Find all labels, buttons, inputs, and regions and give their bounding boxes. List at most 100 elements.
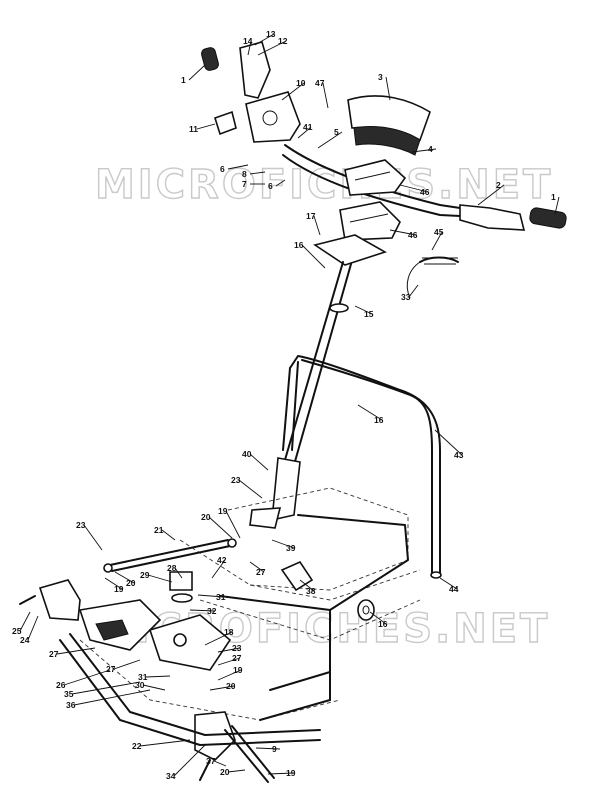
leader-line [477, 184, 505, 206]
callout-8: 8 [242, 169, 266, 179]
callout-14: 14 [243, 36, 253, 56]
callout-46: 46 [399, 184, 430, 197]
spindle-left [19, 579, 162, 651]
leader-line [73, 689, 151, 706]
leader-line [204, 631, 233, 646]
callout-number: 38 [306, 586, 316, 596]
callout-34: 34 [166, 744, 206, 781]
callout-20: 20 [114, 571, 136, 588]
callout-number: 20 [201, 512, 211, 522]
callout-6: 6 [268, 179, 286, 191]
callout-31: 31 [197, 592, 226, 602]
callout-3: 3 [378, 72, 391, 101]
leader-line [408, 284, 419, 298]
callout-number: 12 [278, 36, 288, 46]
callout-number: 28 [167, 563, 177, 573]
callout-number: 27 [232, 653, 242, 663]
leader-line [249, 453, 269, 471]
leader-line [439, 577, 458, 590]
callout-number: 15 [364, 309, 374, 319]
leader-line [254, 33, 275, 46]
leader-line [227, 769, 246, 773]
leader-line [249, 561, 265, 573]
callout-number: 44 [449, 584, 459, 594]
callout-30: 30 [135, 680, 166, 691]
callout-number: 10 [296, 78, 306, 88]
callout-number: 33 [401, 292, 411, 302]
callout-number: 45 [434, 227, 444, 237]
left-grip [201, 47, 219, 71]
callout-number: 23 [232, 643, 242, 653]
callout-17: 17 [306, 211, 321, 236]
leader-line [161, 529, 176, 541]
leader-line [19, 611, 31, 632]
callout-1: 1 [551, 192, 560, 215]
leader-line [313, 215, 321, 236]
callout-16: 16 [357, 404, 384, 425]
leader-line [217, 669, 242, 681]
leader-line [257, 40, 287, 56]
leader-line [354, 305, 373, 315]
callout-26: 26 [56, 669, 111, 690]
callout-29: 29 [140, 570, 173, 583]
callout-27: 27 [106, 659, 141, 674]
leader-line [238, 479, 263, 499]
callout-46: 46 [389, 229, 418, 240]
callout-number: 34 [166, 771, 176, 781]
callout-number: 1 [551, 192, 556, 202]
callout-47: 47 [315, 78, 329, 109]
leader-line [385, 76, 391, 101]
leader-line [411, 148, 437, 153]
callout-number: 43 [454, 450, 464, 460]
handlebar-pad [347, 95, 431, 156]
callout-38: 38 [299, 579, 316, 596]
callout-21: 21 [154, 525, 176, 541]
callout-number: 1 [181, 75, 186, 85]
leader-line [297, 126, 312, 139]
callout-7: 7 [242, 179, 265, 189]
callout-number: 14 [243, 36, 253, 46]
callout-23: 23 [231, 475, 263, 499]
leader-line [225, 510, 241, 539]
callout-number: 31 [216, 592, 226, 602]
callout-number: 19 [286, 768, 296, 778]
callout-19: 19 [104, 577, 124, 594]
leader-line [71, 681, 141, 695]
leader-line [275, 179, 286, 187]
callout-number: 6 [268, 181, 273, 191]
callout-number: 26 [56, 680, 66, 690]
callout-25: 25 [12, 611, 31, 636]
leader-line [83, 524, 103, 551]
callout-number: 16 [378, 619, 388, 629]
callout-number: 16 [294, 240, 304, 250]
callout-6: 6 [220, 164, 249, 174]
leader-line [197, 594, 225, 598]
callout-number: 17 [306, 211, 316, 221]
clamp-lower [339, 201, 401, 241]
callout-number: 11 [189, 124, 198, 134]
callout-44: 44 [439, 577, 459, 594]
leader-line [208, 516, 233, 539]
leader-line [142, 684, 166, 691]
callout-4: 4 [411, 144, 437, 154]
callout-number: 20 [126, 578, 136, 588]
callout-20: 20 [220, 767, 246, 777]
callout-number: 19 [218, 506, 228, 516]
leader-line [196, 123, 216, 130]
leader-line [217, 647, 241, 653]
callout-24: 24 [20, 615, 39, 645]
leader-line [431, 231, 443, 251]
callout-number: 18 [224, 627, 234, 637]
leader-line [299, 579, 315, 592]
leader-line [173, 744, 206, 777]
callout-5: 5 [317, 127, 343, 149]
mount-plate [313, 234, 387, 266]
leader-line [317, 131, 343, 149]
callout-27: 27 [249, 561, 266, 577]
callout-number: 21 [154, 525, 164, 535]
callout-43: 43 [434, 429, 464, 460]
callout-number: 3 [378, 72, 383, 82]
callout-23: 23 [217, 643, 242, 653]
callout-27: 27 [217, 653, 242, 666]
